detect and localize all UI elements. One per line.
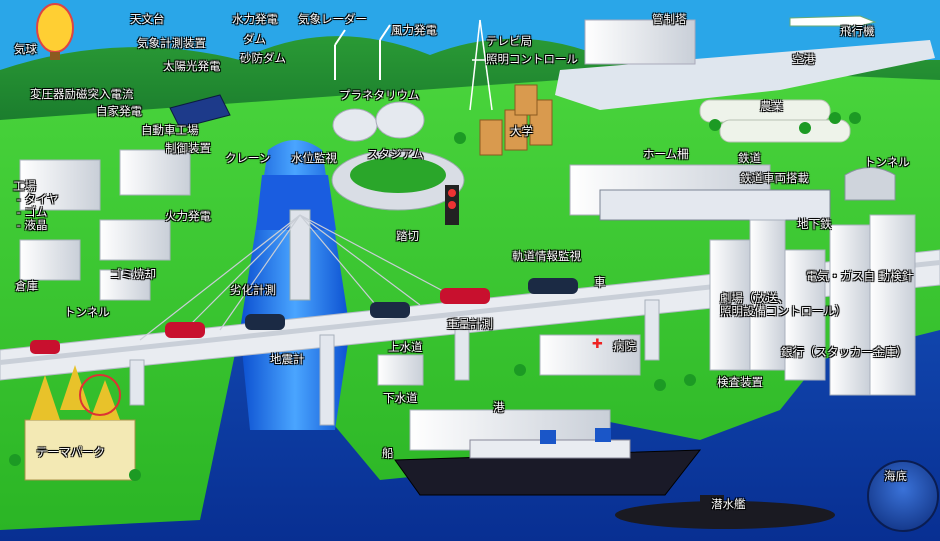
label-port: 港: [493, 401, 505, 414]
label-observatory: 天文台: [130, 13, 165, 26]
label-tv-station: テレビ局: [486, 35, 532, 48]
label-submarine: 潜水艦: [711, 498, 746, 511]
label-seismometer: 地震計: [270, 353, 305, 366]
label-stadium: スタジアム: [367, 148, 424, 161]
label-weather-radar: 気象レーダー: [298, 13, 367, 26]
label-railroad-crossing: 踏切: [396, 230, 419, 243]
label-warehouse: 倉庫: [15, 280, 38, 293]
label-platform-door: ホーム柵: [643, 148, 689, 161]
label-incineration: ゴミ焼却: [110, 268, 156, 281]
label-tunnel-right: トンネル: [864, 156, 910, 169]
label-airport: 空港: [792, 53, 815, 66]
svg-text:✚: ✚: [592, 337, 603, 352]
label-factory: 工場 - タイヤ - ゴム - 液晶: [13, 180, 59, 232]
label-railway: 鉄道: [738, 152, 761, 165]
label-university: 大学: [510, 125, 533, 138]
label-bank: 銀行（スタッカー金庫）: [781, 346, 908, 359]
label-thermal-power: 火力発電: [165, 210, 211, 223]
label-weighing: 重量計測: [447, 318, 493, 331]
label-solar-power: 太陽光発電: [163, 60, 221, 73]
label-control-device: 制御装置: [165, 142, 211, 155]
label-water-supply: 上水道: [388, 341, 423, 354]
label-meter-reading: 電気・ガス自 動検針: [806, 270, 913, 283]
label-hydro-power: 水力発電: [232, 13, 278, 26]
label-car-factory: 自動車工場: [141, 124, 199, 137]
label-railcar-mounted: 鉄道車両搭載: [740, 172, 809, 185]
balloon-shape: [37, 4, 73, 52]
label-planetarium: プラネタリウム: [339, 89, 420, 102]
label-deterioration: 劣化計測: [230, 284, 276, 297]
label-hospital: 病院: [613, 340, 636, 353]
label-seabed: 海底: [884, 470, 907, 483]
label-sabo-dam: 砂防ダム: [240, 52, 286, 65]
label-crane: クレーン: [225, 152, 270, 165]
label-private-power: 自家発電: [96, 105, 142, 118]
label-wind-power: 風力発電: [391, 24, 437, 37]
label-water-level: 水位監視: [291, 152, 337, 165]
label-agriculture: 農業: [760, 100, 783, 113]
label-dam: ダム: [243, 33, 266, 46]
label-theater: 劇場（放送、 照明設備コントロール）: [720, 292, 847, 318]
label-airplane: 飛行機: [840, 25, 875, 38]
label-ship: 船: [382, 447, 394, 460]
seabed-badge: 海底: [867, 460, 939, 532]
label-car: 車: [594, 276, 606, 289]
label-balloon: 気球: [14, 43, 37, 56]
label-lighting-control: 照明コントロール: [486, 53, 578, 66]
label-inspection: 検査装置: [717, 376, 763, 389]
label-subway: 地下鉄: [797, 218, 832, 231]
label-track-monitoring: 軌道情報監視: [512, 250, 581, 263]
control-tower-building: [585, 20, 695, 64]
train: [600, 190, 830, 220]
label-tunnel-left: トンネル: [64, 306, 110, 319]
label-sewerage: 下水道: [383, 392, 418, 405]
label-transformer-inrush: 変圧器励磁突入電流: [30, 88, 134, 101]
label-control-tower: 管制塔: [652, 13, 687, 26]
label-weather-instrument: 気象計測装置: [137, 37, 206, 50]
label-theme-park: テーマパーク: [36, 446, 105, 459]
